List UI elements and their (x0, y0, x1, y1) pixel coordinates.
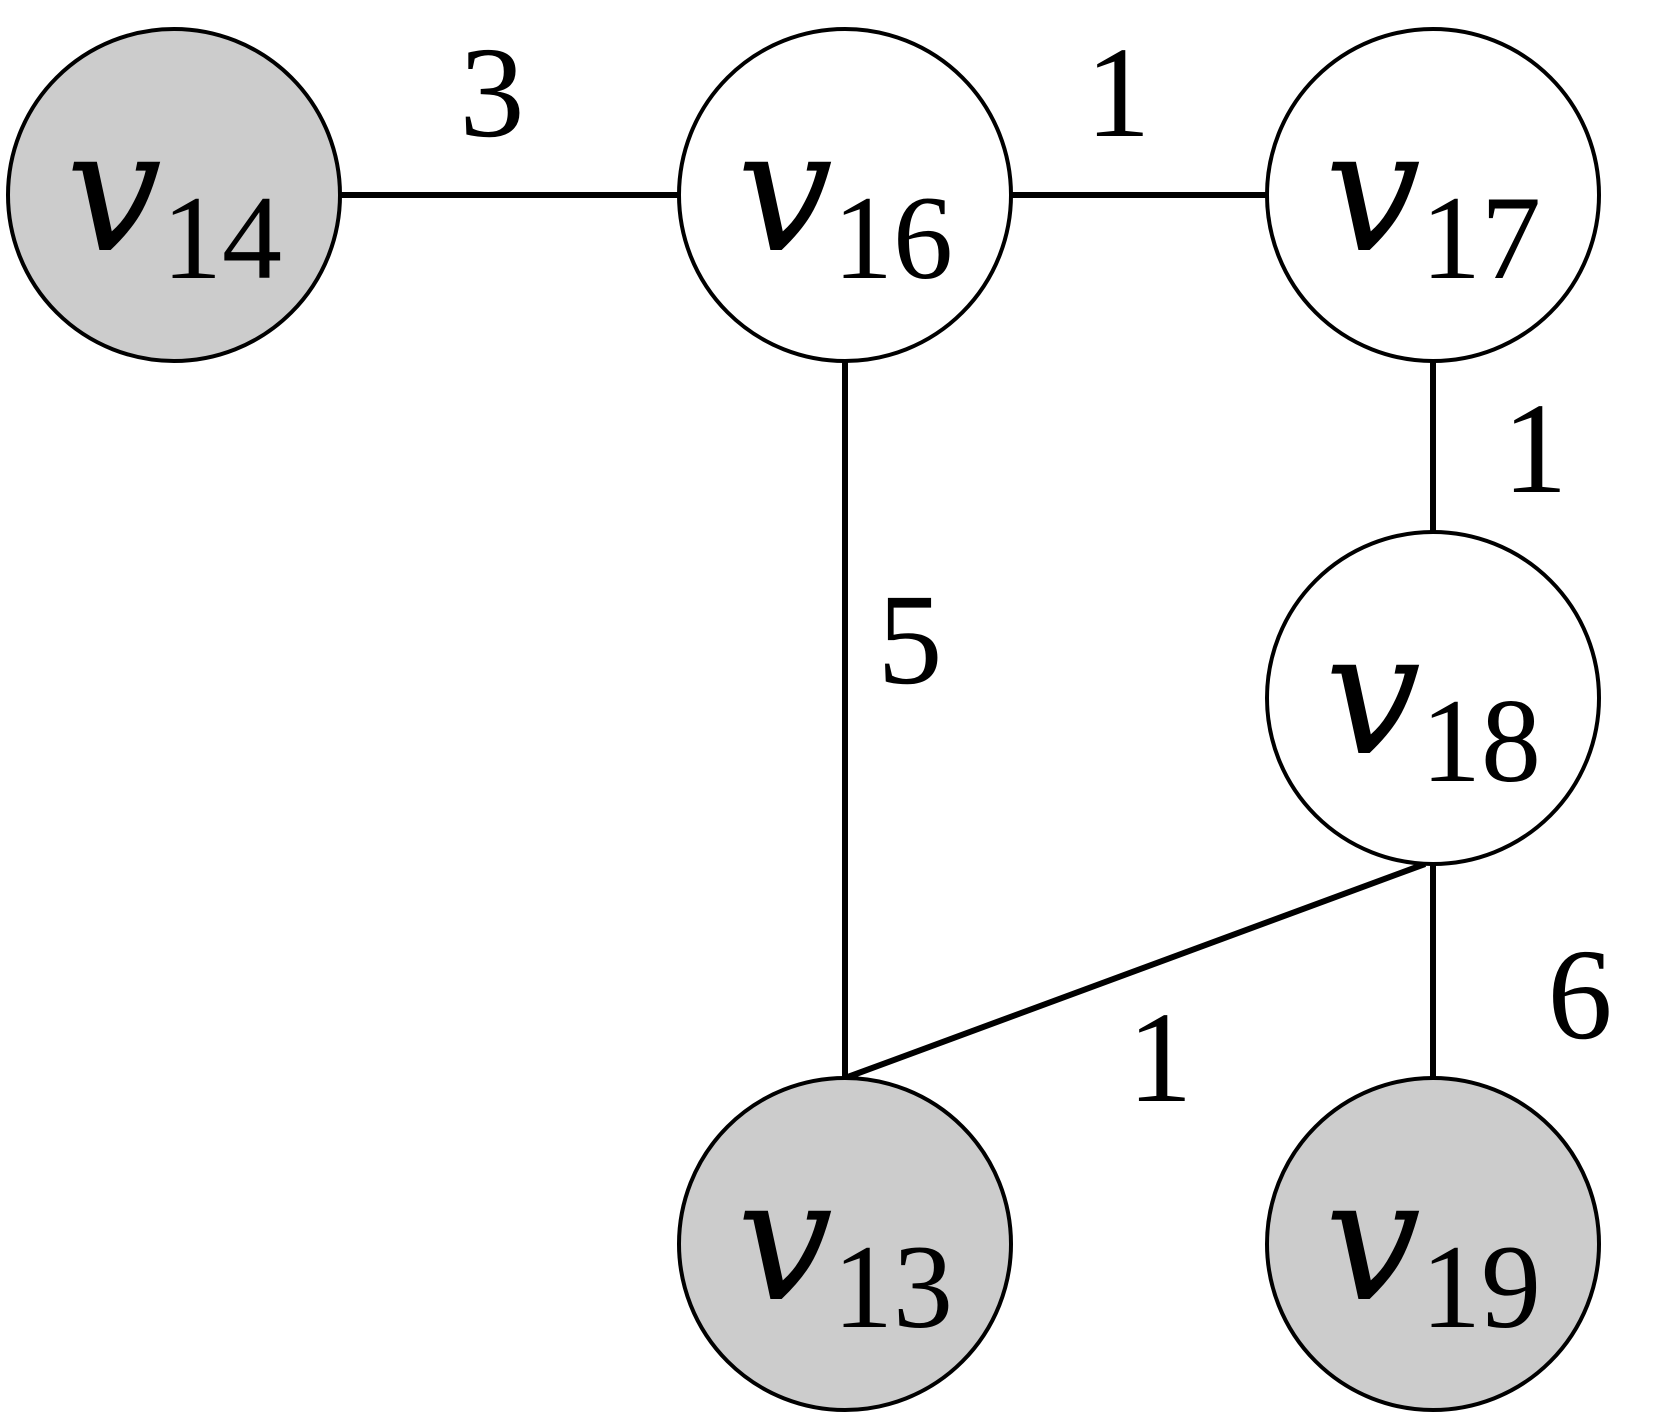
node-circle-v14 (6, 27, 342, 363)
node-v19: v19 (1265, 1076, 1601, 1412)
node-label-letter: v (1325, 1142, 1421, 1340)
node-label-letter: v (1325, 596, 1421, 794)
node-label-subscript: 14 (162, 171, 282, 304)
edge-weight-v18-v19: 6 (1548, 923, 1613, 1067)
edge-weight-v17-v18: 1 (1503, 377, 1568, 521)
edge-weight-v18-v13: 1 (1128, 986, 1193, 1130)
node-label-subscript: 18 (1421, 674, 1541, 807)
node-label-subscript: 16 (833, 171, 953, 304)
edge-weight-v16-v13: 5 (878, 568, 943, 712)
node-v13: v13 (677, 1076, 1013, 1412)
node-label-letter: v (66, 93, 162, 291)
node-label-letter: v (737, 1142, 833, 1340)
node-v17: v17 (1265, 27, 1601, 363)
node-label-v16: v16 (737, 93, 953, 304)
node-label-v18: v18 (1325, 596, 1541, 807)
node-circle-v16 (677, 27, 1013, 363)
node-circle-v19 (1265, 1076, 1601, 1412)
node-v16: v16 (677, 27, 1013, 363)
node-label-v13: v13 (737, 1142, 953, 1353)
edge-weight-v16-v17: 1 (1086, 21, 1151, 165)
edge-weight-v14-v16: 3 (460, 21, 525, 165)
node-label-subscript: 17 (1421, 171, 1541, 304)
node-label-subscript: 13 (833, 1220, 953, 1353)
node-v14: v14 (6, 27, 342, 363)
node-label-subscript: 19 (1421, 1220, 1541, 1353)
node-circle-v17 (1265, 27, 1601, 363)
node-circle-v18 (1265, 530, 1601, 866)
node-v18: v18 (1265, 530, 1601, 866)
node-label-v17: v17 (1325, 93, 1541, 304)
node-label-v19: v19 (1325, 1142, 1541, 1353)
node-label-v14: v14 (66, 93, 282, 304)
node-label-letter: v (1325, 93, 1421, 291)
node-label-letter: v (737, 93, 833, 291)
node-circle-v13 (677, 1076, 1013, 1412)
edge-v18-v13 (843, 861, 1427, 1081)
